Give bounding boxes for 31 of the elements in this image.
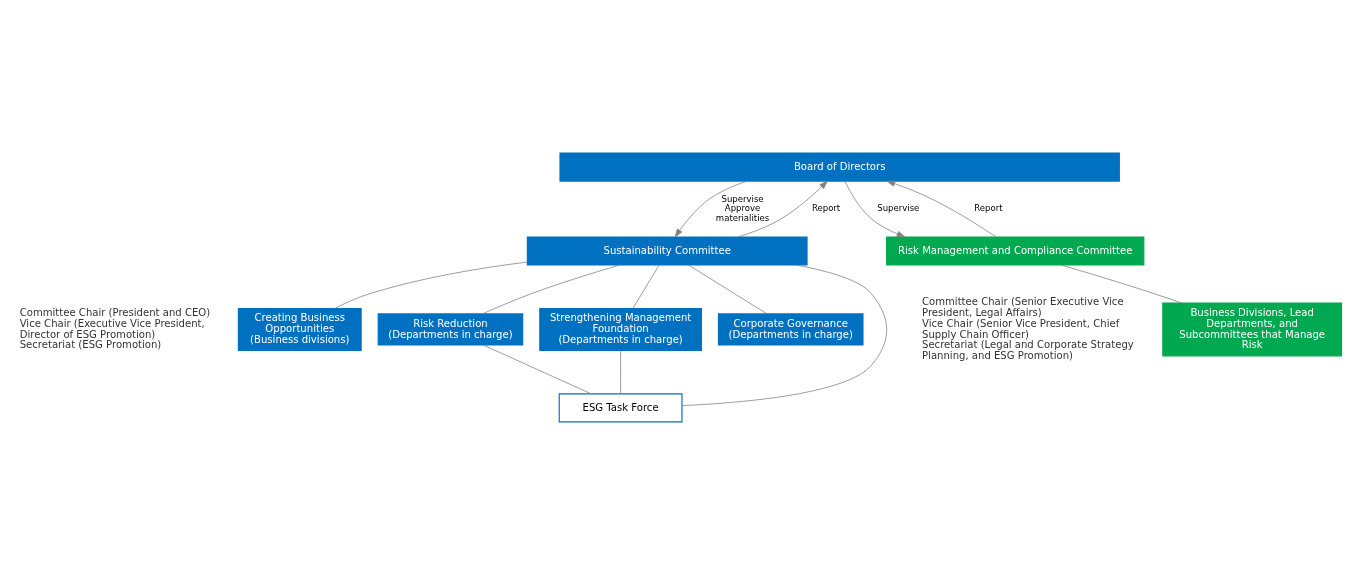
node-box: Strengthening Management Foundation (Departments in charge) bbox=[539, 307, 702, 351]
edge-label: Report bbox=[811, 202, 841, 213]
node-label: Committee Chair (Senior Executive Vice President, Legal Affairs) bbox=[922, 295, 1124, 318]
node-label: Vice Chair (Senior Vice President, Chief Supply Chain Officer) bbox=[922, 317, 1120, 340]
arrow bbox=[886, 180, 997, 237]
node-box: Board of Directors bbox=[559, 152, 1120, 182]
edge-label: Report bbox=[974, 202, 1003, 213]
arrow bbox=[844, 180, 906, 237]
node-box: Risk Reduction (Departments in charge) bbox=[377, 312, 524, 346]
arrow bbox=[674, 180, 748, 237]
connector bbox=[334, 261, 528, 309]
node-box: Creating Business Opportunities (Business divisions) bbox=[237, 307, 362, 351]
node-box: Risk Management and Compliance Committee bbox=[886, 235, 1145, 266]
node-label: Vice Chair (Executive Vice President, Director of ESG Promotion) bbox=[19, 317, 205, 340]
node-box: Business Divisions, Lead Departments, and Subcommittees that Manage Risk bbox=[1162, 301, 1343, 356]
node-label: Committee Chair (President and CEO) bbox=[19, 306, 211, 318]
edge-label: Supervise bbox=[877, 202, 920, 213]
connector bbox=[688, 264, 768, 314]
connector bbox=[632, 264, 660, 309]
connector bbox=[681, 264, 888, 406]
connector bbox=[482, 344, 592, 394]
node-box: Sustainability Committee bbox=[526, 235, 808, 266]
node-label: Secretariat (ESG Promotion) bbox=[19, 338, 162, 350]
node-label: Secretariat (Legal and Corporate Strategy Planning, and ESG Promotion) bbox=[922, 338, 1134, 361]
arrow bbox=[737, 180, 828, 237]
connector bbox=[620, 349, 621, 394]
node-box: Corporate Governance (Departments in charge) bbox=[717, 312, 864, 346]
edge-label: Supervise Approve materialities bbox=[715, 193, 770, 223]
connector bbox=[482, 264, 621, 314]
connector bbox=[1060, 264, 1182, 303]
node-box: ESG Task Force bbox=[558, 392, 683, 422]
